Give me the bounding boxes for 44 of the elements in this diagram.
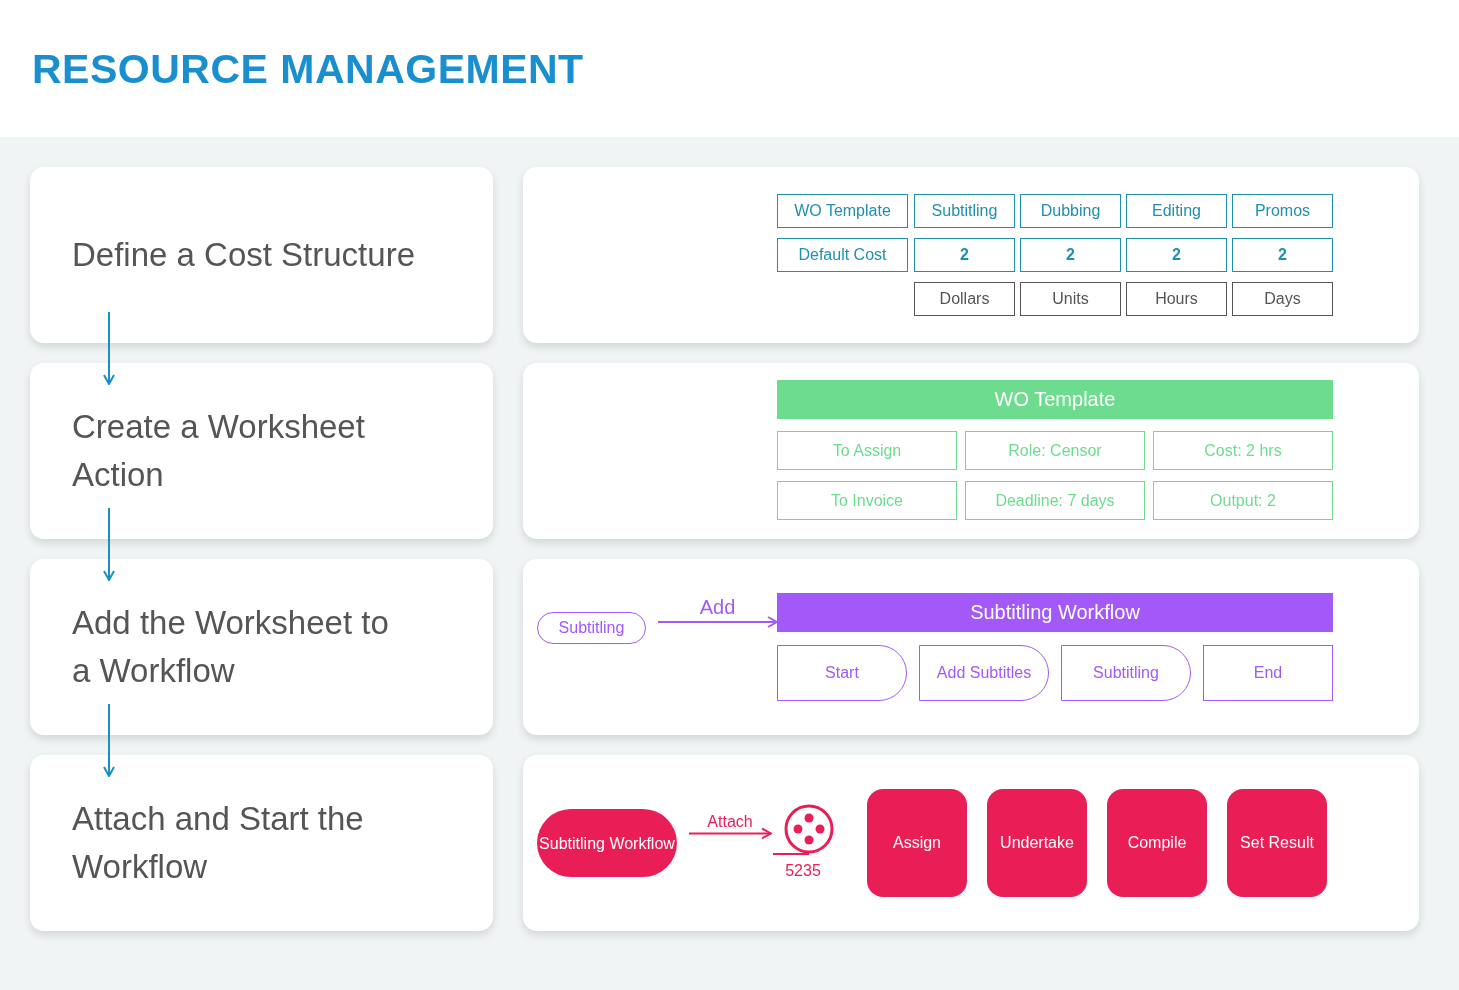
table-cell: 2 [1126, 238, 1227, 272]
table-cell: Units [1020, 282, 1121, 316]
arrow [103, 507, 115, 581]
step-card: Create a Worksheet Action [30, 363, 493, 539]
number-label: 5235 [785, 862, 821, 880]
table-cell: 2 [1232, 238, 1333, 272]
task-box: Assign [867, 789, 967, 897]
film-reel-icon [771, 804, 835, 858]
workflow-step-box: End [1203, 645, 1333, 701]
step-card: Add the Worksheet to a Workflow [30, 559, 493, 735]
workflow-pill: Subtitling Workflow [537, 809, 677, 877]
table-cell: To Assign [777, 431, 957, 470]
table-cell: Dubbing [1020, 194, 1121, 228]
panel-card [523, 363, 1419, 539]
arrow [688, 827, 772, 840]
header-bar: WO Template [777, 380, 1333, 419]
table-cell: 2 [1020, 238, 1121, 272]
table-cell: Days [1232, 282, 1333, 316]
table-cell: Subtitling [914, 194, 1015, 228]
table-cell: Role: Censor [965, 431, 1145, 470]
table-cell: WO Template [777, 194, 908, 228]
table-cell: To Invoice [777, 481, 957, 520]
task-box: Undertake [987, 789, 1087, 897]
header-bar: Subtitling Workflow [777, 593, 1333, 632]
table-cell: 2 [914, 238, 1015, 272]
task-box: Set Result [1227, 789, 1327, 897]
table-cell: Hours [1126, 282, 1227, 316]
table-cell: Dollars [914, 282, 1015, 316]
panel-card [523, 559, 1419, 735]
step-card: Attach and Start the Workflow [30, 755, 493, 931]
table-cell: Editing [1126, 194, 1227, 228]
page-title: RESOURCE MANAGEMENT [32, 46, 584, 93]
arrow [657, 616, 778, 628]
table-cell: Cost: 2 hrs [1153, 431, 1333, 470]
table-cell: Promos [1232, 194, 1333, 228]
table-cell: Output: 2 [1153, 481, 1333, 520]
arrow [103, 311, 115, 385]
table-cell: Deadline: 7 days [965, 481, 1145, 520]
panel-card [523, 755, 1419, 931]
arrow [103, 703, 115, 777]
panel-card [523, 167, 1419, 343]
table-cell: Default Cost [777, 238, 908, 272]
task-box: Compile [1107, 789, 1207, 897]
step-card: Define a Cost Structure [30, 167, 493, 343]
